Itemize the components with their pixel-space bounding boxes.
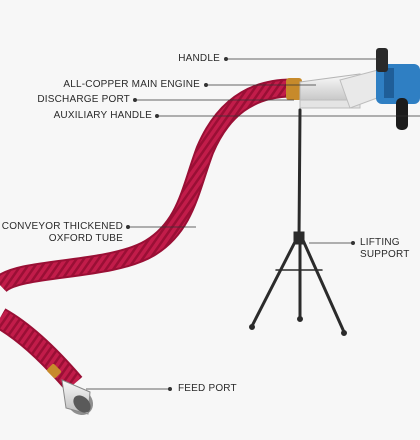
conveyor-oxford-tube bbox=[0, 78, 293, 392]
label-lifting-line2: SUPPORT bbox=[360, 249, 410, 260]
callout-leaders bbox=[86, 57, 420, 391]
label-auxiliary-handle: AUXILIARY HANDLE bbox=[53, 110, 152, 121]
label-conveyor-line1: CONVEYOR THICKENED bbox=[1, 221, 123, 232]
label-feed-port: FEED PORT bbox=[178, 383, 237, 394]
label-main-engine: ALL-COPPER MAIN ENGINE bbox=[63, 79, 200, 90]
label-conveyor-line2: OXFORD TUBE bbox=[48, 233, 123, 244]
label-handle: HANDLE bbox=[178, 53, 220, 64]
feed-port-nozzle bbox=[47, 364, 94, 416]
lifting-support-stand bbox=[249, 108, 347, 336]
label-discharge-port: DISCHARGE PORT bbox=[37, 94, 130, 105]
label-lifting-line1: LIFTING bbox=[360, 237, 400, 248]
main-engine-assembly bbox=[286, 48, 420, 130]
